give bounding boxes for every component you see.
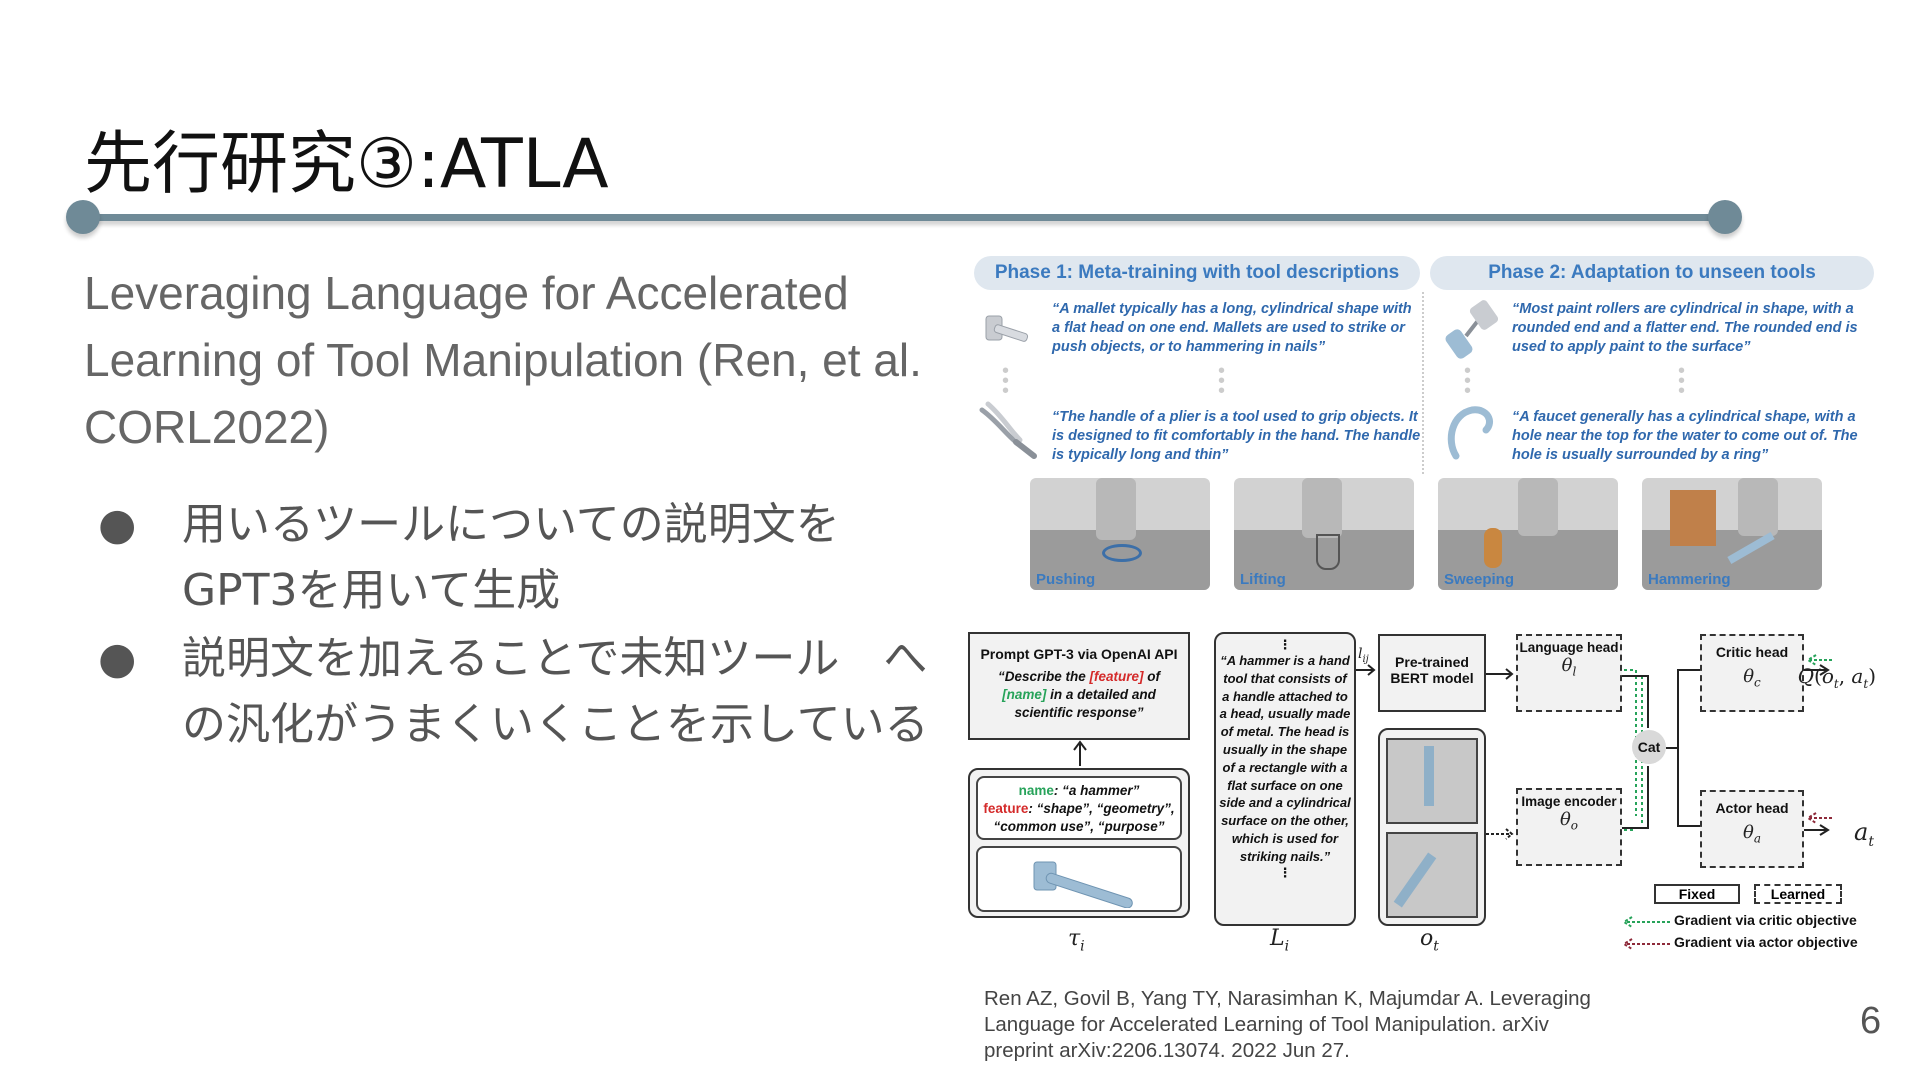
cat-connectors bbox=[1622, 675, 1649, 829]
legend-learned: Learned bbox=[1754, 884, 1842, 904]
action-label: at bbox=[1854, 818, 1874, 850]
robot-arm bbox=[1738, 478, 1778, 536]
robot-arm bbox=[1518, 478, 1558, 536]
task-ground bbox=[1438, 530, 1618, 590]
feature-line-2: “common use”, “purpose” bbox=[993, 819, 1165, 834]
vertical-dots: ••• bbox=[1464, 360, 1472, 402]
prompt-gpt3-box: Prompt GPT-3 via OpenAI API “Describe th… bbox=[968, 632, 1190, 740]
description-text: “A hammer is a hand tool that consists o… bbox=[1219, 653, 1351, 864]
phase2-title: Phase 2: Adaptation to unseen tools bbox=[1430, 256, 1874, 290]
arrow-up-icon bbox=[1073, 740, 1087, 766]
cat-node: Cat bbox=[1632, 730, 1666, 764]
bert-model-box: Pre-trained BERT model bbox=[1378, 634, 1486, 712]
mallet-icon bbox=[985, 315, 1029, 342]
bullet-list: ● 用いるツールについての説明文をGPT3を用いて生成 ● 説明文を加えることで… bbox=[98, 492, 948, 760]
page-number: 6 bbox=[1860, 1000, 1882, 1042]
paint-roller-icon bbox=[1445, 300, 1498, 359]
name-feature-panel: name: “a hammer” feature: “shape”, “geom… bbox=[976, 776, 1182, 840]
tool-image-panel bbox=[976, 846, 1182, 912]
image-encoder-label: Image encoder bbox=[1521, 794, 1617, 809]
ellipsis-top: ⋮ bbox=[1278, 637, 1292, 652]
phase1-title: Phase 1: Meta-training with tool descrip… bbox=[974, 256, 1420, 290]
name-line: name: “a hammer” bbox=[1018, 783, 1140, 798]
slide-title: 先行研究③:ATLA bbox=[84, 125, 609, 204]
task-label: Pushing bbox=[1036, 571, 1096, 588]
bullet-marker: ● bbox=[98, 499, 137, 550]
vertical-dots: ••• bbox=[1678, 360, 1686, 402]
tool-object bbox=[1393, 852, 1437, 908]
description-box: ⋮ “A hammer is a hand tool that consists… bbox=[1214, 632, 1356, 926]
robot-arm bbox=[1096, 478, 1136, 540]
actor-head-label: Actor head bbox=[1715, 800, 1789, 816]
observation-image-2 bbox=[1386, 832, 1478, 918]
bullet-item: ● 用いるツールについての説明文をGPT3を用いて生成 bbox=[98, 492, 948, 624]
bert-label: Pre-trained BERT model bbox=[1390, 654, 1474, 686]
task-label: Hammering bbox=[1648, 571, 1731, 588]
legend-fixed: Fixed bbox=[1654, 884, 1740, 904]
task-lifting-image: Lifting bbox=[1234, 478, 1414, 590]
prompt-text: “Describe the [feature] of [name] in a d… bbox=[997, 669, 1161, 720]
head-output-arrows bbox=[1804, 654, 1832, 836]
tool-object bbox=[1484, 528, 1502, 568]
feature-line: feature: “shape”, “geometry”, bbox=[983, 801, 1175, 816]
legend-grad-actor: Gradient via actor objective bbox=[1674, 934, 1858, 950]
hammer-icon bbox=[1033, 861, 1133, 909]
tool-object bbox=[1424, 746, 1434, 806]
tool-input-box: name: “a hammer” feature: “shape”, “geom… bbox=[968, 768, 1190, 918]
theta-a-label: θa bbox=[1743, 822, 1761, 846]
arrow-right-icon bbox=[1486, 828, 1514, 840]
vertical-dots: ••• bbox=[1218, 360, 1226, 402]
observation-box bbox=[1378, 728, 1486, 926]
language-head-label: Language head bbox=[1519, 640, 1619, 655]
task-label: Lifting bbox=[1240, 571, 1286, 588]
prompt-box-title: Prompt GPT-3 via OpenAI API bbox=[980, 646, 1178, 662]
legend-gradient-arrows bbox=[1622, 916, 1670, 950]
theta-c-label: θc bbox=[1743, 666, 1761, 690]
cat-outputs bbox=[1666, 669, 1700, 827]
phase-separator bbox=[1422, 292, 1424, 474]
image-encoder-box: Image encoder θo bbox=[1516, 788, 1622, 866]
observation-image-1 bbox=[1386, 738, 1478, 824]
plier-icon bbox=[979, 401, 1037, 459]
task-label: Sweeping bbox=[1444, 571, 1515, 588]
robot-arm bbox=[1302, 478, 1342, 538]
arrow-right-icon bbox=[1356, 664, 1376, 676]
bullet-item: ● 説明文を加えることで未知ツール への汎化がうまくいくことを示している bbox=[98, 626, 948, 758]
L-label: Li bbox=[1270, 926, 1290, 955]
theta-o-label: θo bbox=[1559, 809, 1579, 833]
theta-l-label: θl bbox=[1561, 655, 1577, 679]
peg-box bbox=[1670, 490, 1716, 546]
q-function-label: Q(ot, at) bbox=[1797, 664, 1876, 691]
o-label: ot bbox=[1420, 926, 1439, 955]
tau-label: τi bbox=[1068, 926, 1085, 955]
quote-mallet: “A mallet typically has a long, cylindri… bbox=[1052, 301, 1412, 355]
task-pushing-image: Pushing bbox=[1030, 478, 1210, 590]
title-underline bbox=[80, 214, 1728, 221]
quote-plier: “The handle of a plier is a tool used to… bbox=[1052, 409, 1421, 463]
paper-subtitle: Leveraging Language for Accelerated Lear… bbox=[84, 267, 922, 453]
underline-right-dot bbox=[1708, 200, 1742, 234]
underline-left-dot bbox=[66, 200, 100, 234]
critic-head-box: Critic head θc bbox=[1700, 634, 1804, 712]
bullet-text: 説明文を加えることで未知ツール への汎化がうまくいくことを示している bbox=[182, 633, 929, 750]
tool-object bbox=[1102, 544, 1142, 562]
bullet-text: 用いるツールについての説明文をGPT3を用いて生成 bbox=[182, 499, 840, 616]
lij-label: lij bbox=[1358, 646, 1369, 665]
faucet-icon bbox=[1447, 406, 1493, 460]
citation: Ren AZ, Govil B, Yang TY, Narasimhan K, … bbox=[984, 987, 1591, 1062]
critic-head-label: Critic head bbox=[1715, 644, 1789, 660]
quote-roller: “Most paint rollers are cylindrical in s… bbox=[1512, 301, 1858, 355]
arrow-right-icon bbox=[1486, 668, 1514, 680]
ellipsis-bottom: ⋮ bbox=[1278, 864, 1292, 880]
task-hammering-image: Hammering bbox=[1642, 478, 1822, 590]
vertical-dots: ••• bbox=[1002, 360, 1010, 402]
tool-object bbox=[1316, 534, 1340, 570]
task-sweeping-image: Sweeping bbox=[1438, 478, 1618, 590]
atla-figure: Phase 1: Meta-training with tool descrip… bbox=[968, 250, 1878, 970]
language-head-box: Language head θl bbox=[1516, 634, 1622, 712]
actor-head-box: Actor head θa bbox=[1700, 790, 1804, 868]
bullet-marker: ● bbox=[98, 633, 137, 684]
quote-faucet: “A faucet generally has a cylindrical sh… bbox=[1512, 409, 1858, 463]
legend-grad-critic: Gradient via critic objective bbox=[1674, 912, 1857, 928]
